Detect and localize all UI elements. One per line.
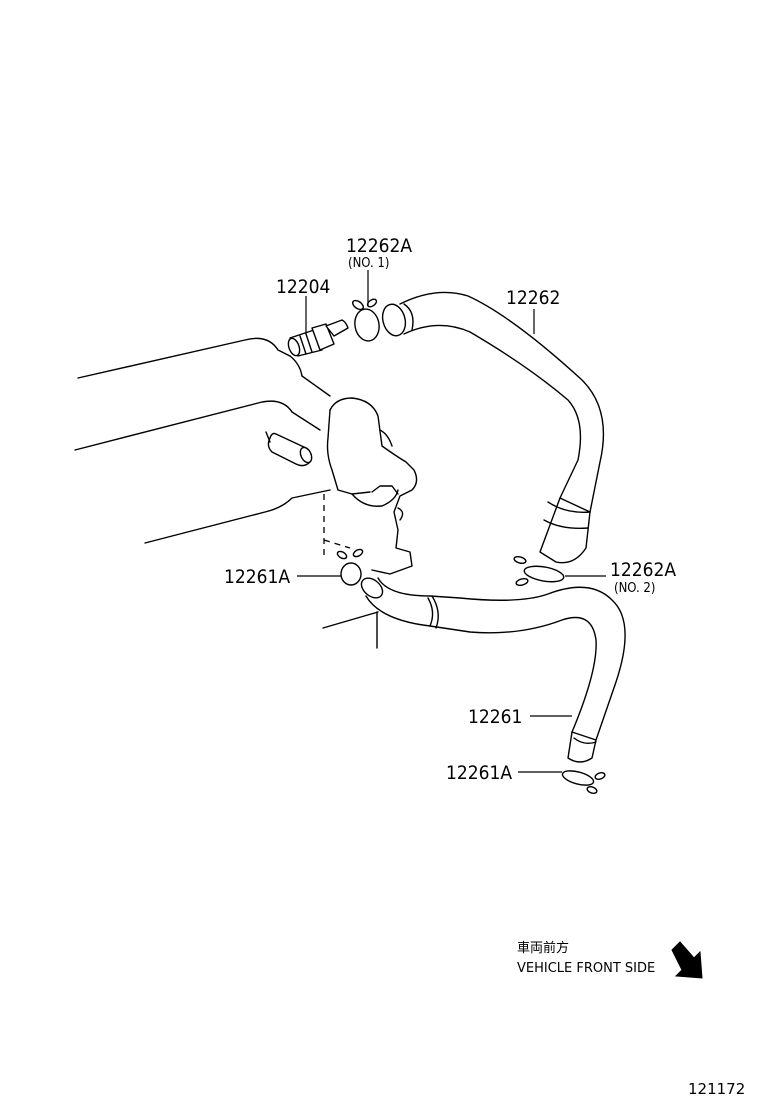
label-12262: 12262 bbox=[506, 287, 560, 309]
pcv-valve-body bbox=[323, 397, 418, 575]
leader-lines bbox=[297, 270, 606, 773]
label-12261: 12261 bbox=[468, 706, 522, 728]
clamp-no2 bbox=[513, 556, 565, 586]
diagram-code: 121172 bbox=[688, 1080, 745, 1098]
clamp-no1 bbox=[351, 298, 380, 342]
label-12262a-no1: 12262A bbox=[346, 235, 412, 257]
hose-12261 bbox=[360, 577, 626, 763]
hose-12262 bbox=[381, 291, 605, 564]
label-12261a-left: 12261A bbox=[224, 566, 290, 588]
label-12261a-bottom: 12261A bbox=[446, 762, 512, 784]
clamp-12261a-left bbox=[336, 548, 364, 586]
sublabel-12262a-no1: (NO. 1) bbox=[348, 256, 389, 271]
part-labels: 12262A (NO. 1) 12204 12262 12261A 12262A… bbox=[224, 235, 676, 784]
arrow-down-right-icon bbox=[671, 941, 703, 979]
sublabel-12262a-no2: (NO. 2) bbox=[614, 581, 655, 596]
orientation-en-label: VEHICLE FRONT SIDE bbox=[517, 961, 655, 976]
engine-head-outline bbox=[74, 337, 379, 649]
head-nipple bbox=[265, 431, 313, 467]
label-12204: 12204 bbox=[276, 276, 330, 298]
orientation-jp-label: 車両前方 bbox=[517, 940, 569, 956]
pcv-valve-12204 bbox=[287, 319, 349, 357]
clamp-12261a-bottom bbox=[561, 770, 606, 794]
orientation-note: 車両前方 VEHICLE FRONT SIDE bbox=[517, 940, 703, 979]
label-12262a-no2: 12262A bbox=[610, 559, 676, 581]
